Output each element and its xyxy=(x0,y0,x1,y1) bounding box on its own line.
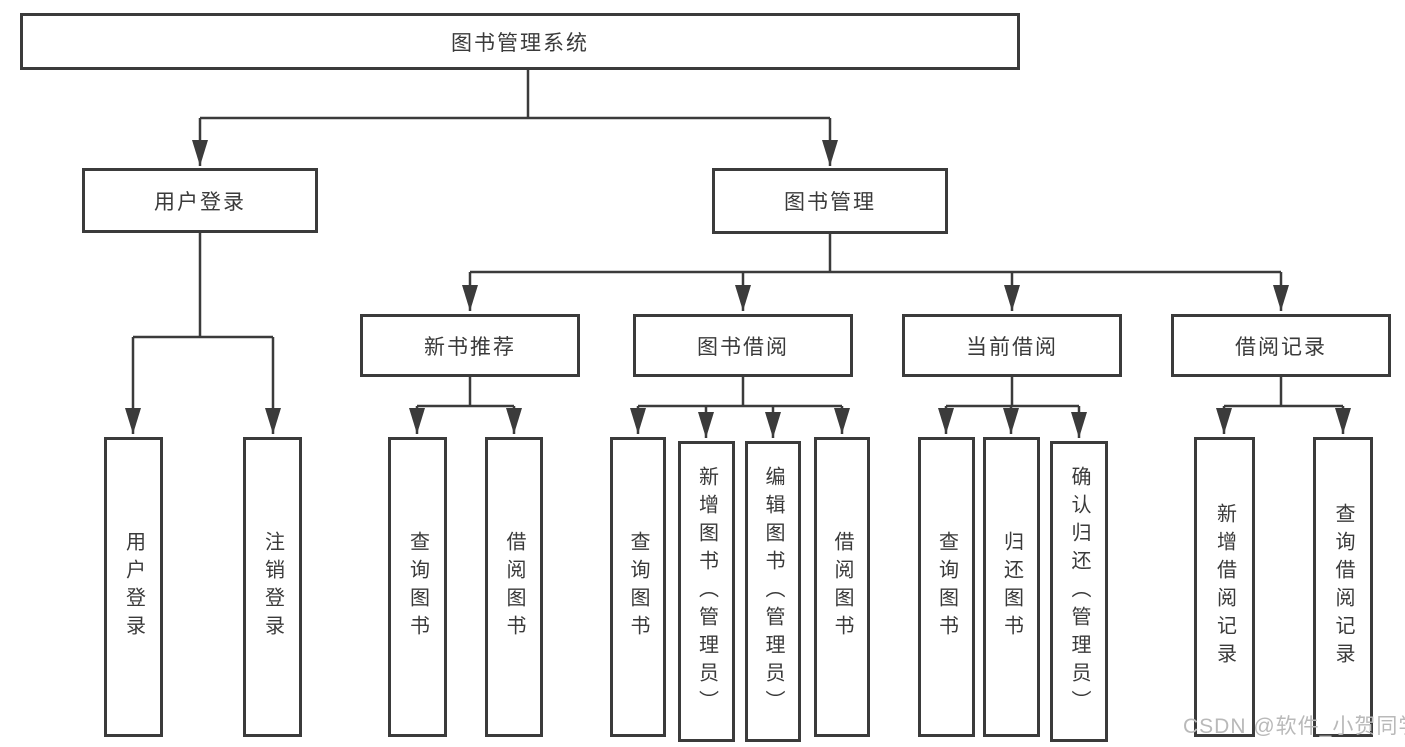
node-book-borrowing: 图书借阅 xyxy=(633,314,853,377)
leaf-borrow-books-recommend: 借阅图书 xyxy=(485,437,543,737)
leaf-query-books-recommend: 查询图书 xyxy=(388,437,447,737)
node-new-book-recommendation: 新书推荐 xyxy=(360,314,580,377)
leaf-query-books-current: 查询图书 xyxy=(918,437,975,737)
node-borrowing-records: 借阅记录 xyxy=(1171,314,1391,377)
leaf-query-books-borrow: 查询图书 xyxy=(610,437,666,737)
leaf-add-book-admin: 新增图书（管理员） xyxy=(678,441,735,742)
leaf-confirm-return-admin: 确认归还（管理员） xyxy=(1050,441,1108,742)
node-system-root: 图书管理系统 xyxy=(20,13,1020,70)
node-user-login: 用户登录 xyxy=(82,168,318,233)
leaf-edit-book-admin: 编辑图书（管理员） xyxy=(745,441,801,742)
leaf-user-login: 用户登录 xyxy=(104,437,163,737)
leaf-add-borrow-record: 新增借阅记录 xyxy=(1194,437,1255,737)
node-current-borrowing: 当前借阅 xyxy=(902,314,1122,377)
leaf-query-borrow-record: 查询借阅记录 xyxy=(1313,437,1373,737)
leaf-borrow-books-borrow: 借阅图书 xyxy=(814,437,870,737)
leaf-logout: 注销登录 xyxy=(243,437,302,737)
leaf-return-book: 归还图书 xyxy=(983,437,1040,737)
node-book-management: 图书管理 xyxy=(712,168,948,234)
